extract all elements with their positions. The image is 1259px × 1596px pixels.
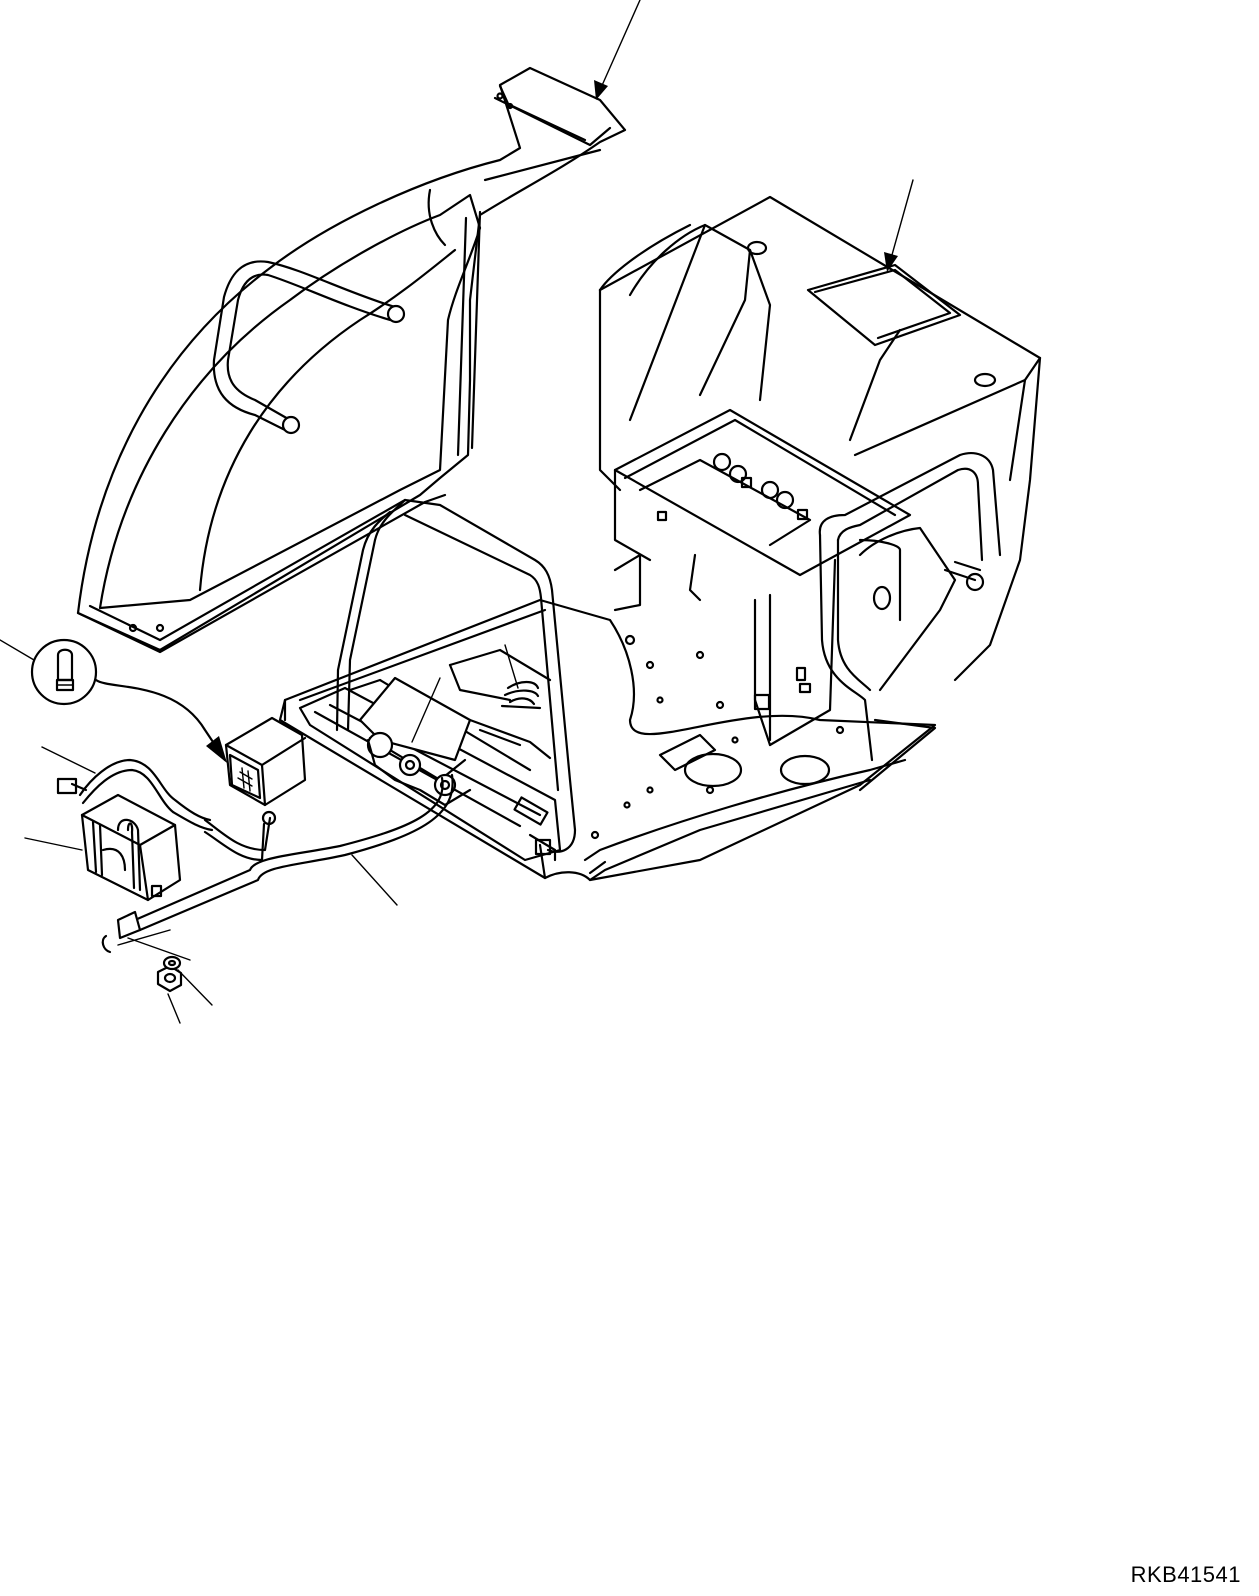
work-lamp xyxy=(224,716,307,826)
right-console-box xyxy=(598,195,1042,692)
lamp-guard xyxy=(80,793,182,902)
drawing-reference-code: RKB41541 xyxy=(1130,1562,1241,1587)
left-grab-rail xyxy=(212,260,406,435)
callout-leaders xyxy=(0,0,914,1024)
front-grab-bar xyxy=(335,498,577,853)
bulb-to-lamp-leader xyxy=(94,678,227,762)
left-side-frame xyxy=(76,66,627,654)
seat-stand xyxy=(613,408,912,747)
wire-harness xyxy=(56,758,454,961)
right-grab-bar xyxy=(818,452,1002,762)
floor-plate xyxy=(278,598,937,882)
lamp-bulb xyxy=(30,638,98,706)
nut-and-washer xyxy=(156,955,183,993)
mounting-bracket xyxy=(358,676,472,807)
bulb-arrow-head xyxy=(206,736,227,763)
